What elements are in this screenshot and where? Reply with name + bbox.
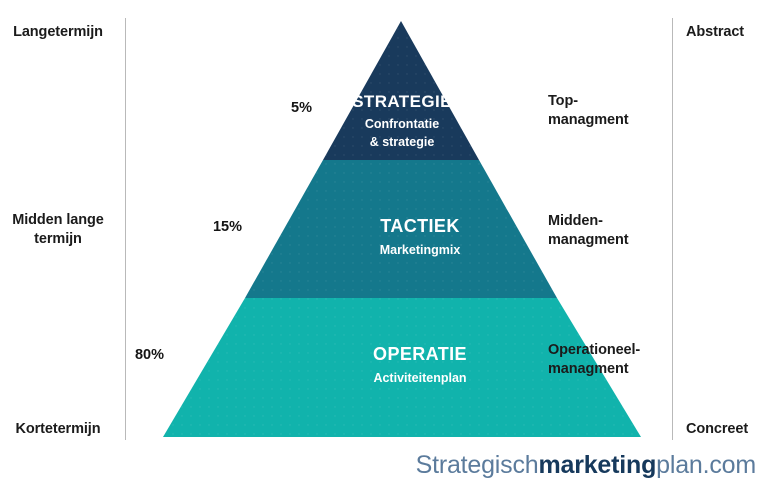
management-label-middle-line1: Midden-	[548, 213, 603, 229]
axis-label-abstract: Abstract	[686, 24, 745, 40]
management-label-operational: Operationeel- managment	[548, 341, 683, 379]
site-logo: Strategischmarketingplan.com	[415, 451, 757, 480]
logo-text-part-3: plan.com	[656, 451, 756, 479]
axis-label-long-term: Langetermijn	[13, 24, 103, 40]
left-axis-divider	[125, 18, 126, 440]
axis-label-concrete: Concreet	[686, 421, 749, 437]
management-label-operational-line2: managment	[548, 361, 629, 378]
management-label-top-line2: managment	[548, 112, 629, 129]
management-label-middle: Midden- managment	[548, 212, 678, 250]
logo-text-part-2: marketing	[538, 451, 657, 479]
logo-text-part-1: Strategisch	[415, 451, 539, 479]
management-label-operational-line1: Operationeel-	[548, 342, 641, 358]
percentage-operatie: 80%	[134, 347, 164, 363]
right-axis-divider	[672, 18, 673, 440]
management-label-middle-line2: managment	[548, 232, 629, 249]
management-label-top-line1: Top-	[548, 93, 578, 109]
management-label-top: Top- managment	[548, 92, 678, 130]
percentage-strategie: 5%	[291, 100, 312, 116]
axis-label-mid-term: Midden lange termijn	[12, 212, 104, 248]
percentage-tactiek: 15%	[212, 219, 242, 235]
axis-label-short-term: Kortetermijn	[15, 421, 101, 437]
